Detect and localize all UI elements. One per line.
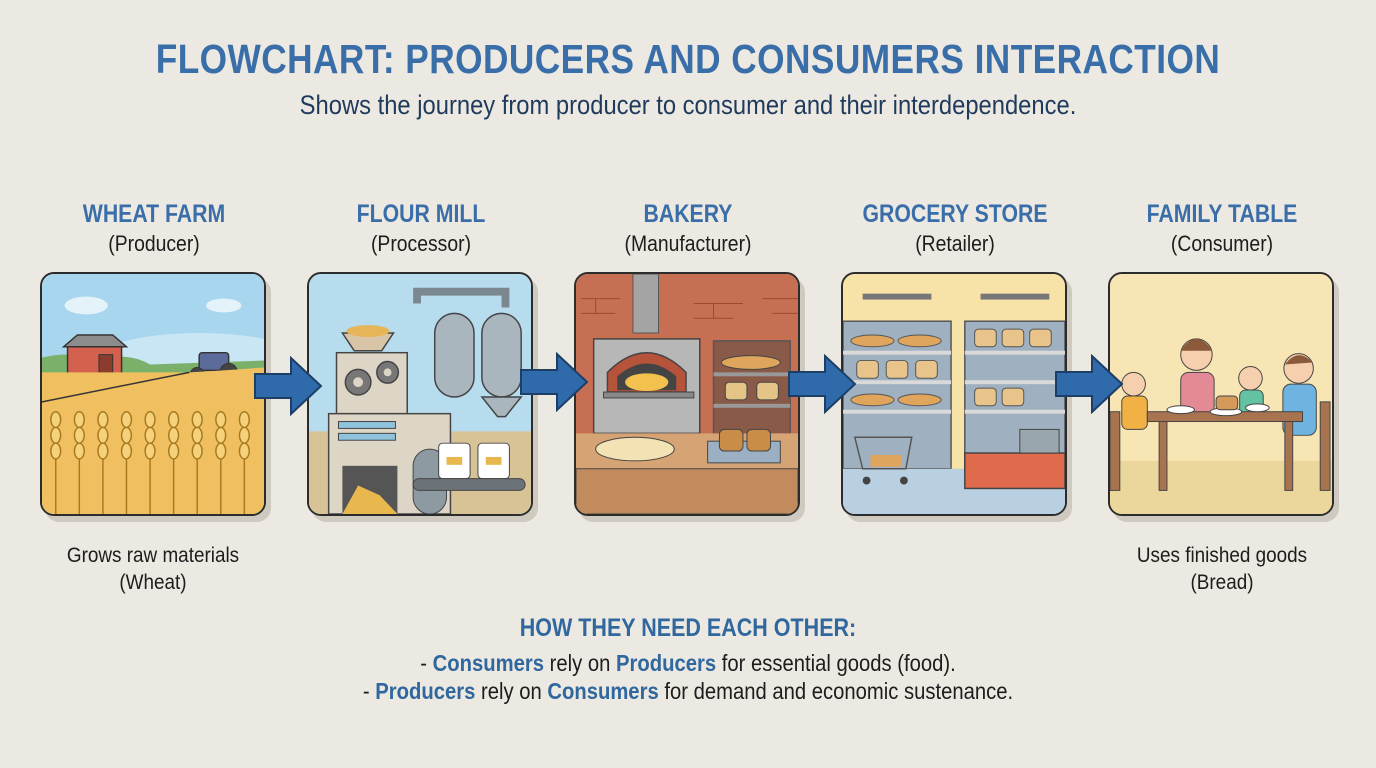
- interdependence-title: HOW THEY NEED EACH OTHER:: [519, 614, 857, 642]
- line-text: for essential goods (food).: [716, 650, 956, 676]
- grocery-store-illustration: [841, 272, 1067, 516]
- line-text: rely on: [475, 678, 548, 704]
- stage-role: (Manufacturer): [624, 231, 752, 256]
- page-title: FLOWCHART: PRODUCERS AND CONSUMERS INTER…: [155, 36, 1221, 82]
- interdependence-line-2: - Producers rely on Consumers for demand…: [83, 678, 1294, 705]
- line-text: rely on: [543, 650, 616, 676]
- caption-line: Grows raw materials: [66, 544, 240, 567]
- arrow-right-icon: [519, 352, 589, 412]
- flour-mill-illustration: [307, 272, 533, 516]
- arrow-right-icon: [787, 354, 857, 414]
- caption-family-table: Uses finished goods (Bread): [1119, 542, 1326, 596]
- stage-header-grocery-store: GROCERY STORE (Retailer): [840, 200, 1070, 257]
- arrow-right-icon: [253, 356, 323, 416]
- stage-role: (Retailer): [915, 231, 995, 256]
- caption-line: (Wheat): [119, 571, 187, 594]
- page-subtitle: Shows the journey from producer to consu…: [299, 90, 1077, 120]
- highlight-term: Consumers: [547, 678, 659, 704]
- caption-line: Uses finished goods: [1136, 544, 1308, 567]
- highlight-term: Producers: [375, 678, 476, 704]
- stage-name: FLOUR MILL: [356, 200, 486, 228]
- stage-header-wheat-farm: WHEAT FARM (Producer): [39, 200, 269, 257]
- arrow-right-icon: [1054, 354, 1124, 414]
- family-table-illustration: [1108, 272, 1334, 516]
- stage-role: (Consumer): [1170, 231, 1274, 256]
- highlight-term: Consumers: [432, 650, 544, 676]
- line-text: for demand and economic sustenance.: [658, 678, 1014, 704]
- highlight-term: Producers: [615, 650, 717, 676]
- stage-role: (Processor): [370, 231, 472, 256]
- stage-header-family-table: FAMILY TABLE (Consumer): [1107, 200, 1337, 257]
- stage-name: FAMILY TABLE: [1146, 200, 1298, 228]
- stage-header-flour-mill: FLOUR MILL (Processor): [306, 200, 536, 257]
- interdependence-line-1: - Consumers rely on Producers for essent…: [83, 650, 1294, 677]
- stage-header-bakery: BAKERY (Manufacturer): [573, 200, 803, 257]
- wheat-farm-illustration: [40, 272, 266, 516]
- stage-name: WHEAT FARM: [82, 200, 226, 228]
- bullet-dash: -: [420, 650, 433, 676]
- stage-name: GROCERY STORE: [862, 200, 1048, 228]
- stage-role: (Producer): [108, 231, 200, 256]
- stage-name: BAKERY: [643, 200, 733, 228]
- caption-line: (Bread): [1190, 571, 1254, 594]
- bullet-dash: -: [362, 678, 376, 704]
- caption-wheat-farm: Grows raw materials (Wheat): [50, 542, 257, 596]
- bakery-illustration: [574, 272, 800, 516]
